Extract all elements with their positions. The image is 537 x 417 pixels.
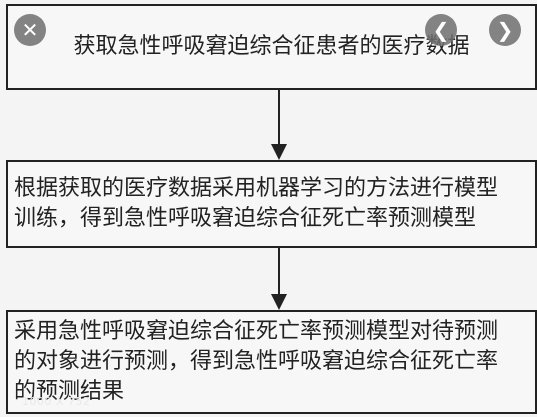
- step-1-text: 获取急性呼吸窘迫综合征患者的医疗数据: [73, 34, 470, 59]
- arrowhead-2: [271, 294, 287, 310]
- step-2-text: 根据获取的医疗数据采用机器学习的方法进行模型 训练，得到急性呼吸窘迫综合征死亡率…: [14, 176, 499, 231]
- connector-1: [278, 90, 280, 146]
- close-icon: ✕: [21, 18, 39, 42]
- arrowhead-1: [271, 144, 287, 160]
- flowchart-step-1: 获取急性呼吸窘迫综合征患者的医疗数据: [6, 4, 537, 90]
- close-button[interactable]: ✕: [14, 14, 46, 46]
- image-dimensions-label: 1000 X 752: [22, 395, 91, 408]
- next-image-button[interactable]: ❯: [489, 14, 521, 46]
- chevron-left-icon: ❮: [432, 18, 450, 42]
- flowchart-step-2: 根据获取的医疗数据采用机器学习的方法进行模型 训练，得到急性呼吸窘迫综合征死亡率…: [6, 160, 537, 248]
- flowchart-step-3: 采用急性呼吸窘迫综合征死亡率预测模型对待预测 的对象进行预测，得到急性呼吸窘迫综…: [6, 310, 537, 414]
- step-3-text: 采用急性呼吸窘迫综合征死亡率预测模型对待预测 的对象进行预测，得到急性呼吸窘迫综…: [14, 319, 499, 404]
- previous-image-button[interactable]: ❮: [425, 14, 457, 46]
- chevron-right-icon: ❯: [496, 18, 514, 42]
- connector-2: [278, 248, 280, 296]
